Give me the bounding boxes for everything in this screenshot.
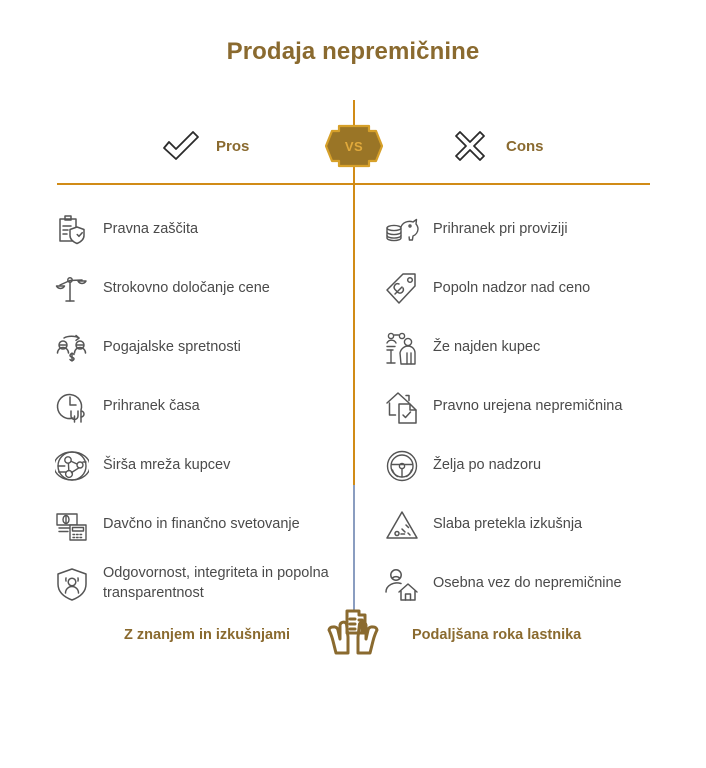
cons-column: Prihranek pri proviziji Popoln nadzor na…	[385, 200, 685, 613]
clipboard-shield-icon	[55, 213, 89, 247]
list-item-label: Širša mreža kupcev	[103, 456, 231, 473]
list-item-label: Odgovornost, integriteta in popolna tran…	[103, 564, 329, 601]
list-item-label: Prihranek pri proviziji	[433, 220, 568, 237]
pros-column: Pravna zaščita Strokovno določanje cene	[53, 200, 355, 613]
cons-header: Cons	[448, 124, 544, 168]
pros-header: Pros	[158, 124, 249, 168]
pros-footer-label: Z znanjem in izkušnjami	[124, 627, 290, 643]
list-item: Želja po nadzoru	[385, 436, 685, 495]
header-row: Pros Cons	[0, 118, 706, 180]
list-item: Odgovornost, integriteta in popolna tran…	[55, 554, 355, 613]
list-item-label: Pravna zaščita	[103, 220, 199, 237]
list-item-label: Želja po nadzoru	[433, 456, 542, 473]
page-title: Prodaja nepremičnine	[226, 38, 480, 65]
warning-triangle-icon	[385, 508, 419, 542]
center-axis-blue	[353, 485, 355, 610]
steering-wheel-icon	[385, 449, 419, 483]
list-item: Popoln nadzor nad ceno	[385, 259, 685, 318]
list-item: Širša mreža kupcev	[53, 436, 355, 495]
list-item: Prihranek časa	[55, 377, 355, 436]
scales-balance-icon	[55, 272, 89, 306]
person-house-icon	[385, 567, 419, 601]
list-item: Prihranek pri proviziji	[385, 200, 685, 259]
list-item: Strokovno določanje cene	[55, 259, 355, 318]
list-item: Že najden kupec	[385, 318, 685, 377]
list-item-label: Pogajalske spretnosti	[103, 338, 241, 355]
clock-time-icon	[55, 390, 89, 424]
list-item: Davčno in finančno svetovanje	[55, 495, 355, 554]
negotiation-people-icon	[55, 331, 89, 365]
list-item-label: Strokovno določanje cene	[103, 279, 270, 296]
cons-footer-label: Podaljšana roka lastnika	[412, 627, 582, 643]
list-item-label: Pravno urejena nepremičnina	[433, 397, 623, 414]
list-item: Pogajalske spretnosti	[55, 318, 355, 377]
shield-person-icon	[55, 567, 89, 601]
list-item-label: Slaba pretekla izkušnja	[433, 515, 583, 532]
list-item: Osebna vez do nepremičnine	[385, 554, 685, 613]
list-item-label: Prihranek časa	[103, 397, 200, 414]
pros-label: Pros	[216, 137, 250, 155]
list-item: Pravna zaščita	[55, 200, 355, 259]
vs-badge	[324, 124, 384, 168]
money-calculator-icon	[55, 508, 89, 542]
price-tag-icon	[385, 272, 419, 306]
header-divider	[57, 183, 650, 185]
list-item: Slaba pretekla izkušnja	[385, 495, 685, 554]
buyer-found-icon	[385, 331, 419, 365]
list-item-label: Že najden kupec	[433, 338, 541, 355]
list-item-label: Davčno in finančno svetovanje	[103, 515, 300, 532]
globe-network-icon	[53, 449, 91, 483]
list-item-label: Osebna vez do nepremičnine	[433, 574, 622, 591]
cross-icon	[448, 124, 492, 168]
list-item: Pravno urejena nepremičnina	[385, 377, 685, 436]
house-document-check-icon	[385, 390, 419, 424]
checkmark-icon	[158, 124, 202, 168]
center-axis-gold	[353, 183, 355, 486]
list-item-label: Popoln nadzor nad ceno	[433, 279, 591, 296]
piggy-bank-coins-icon	[385, 213, 419, 247]
cons-label: Cons	[506, 137, 544, 155]
hands-holding-building-icon	[320, 607, 388, 667]
